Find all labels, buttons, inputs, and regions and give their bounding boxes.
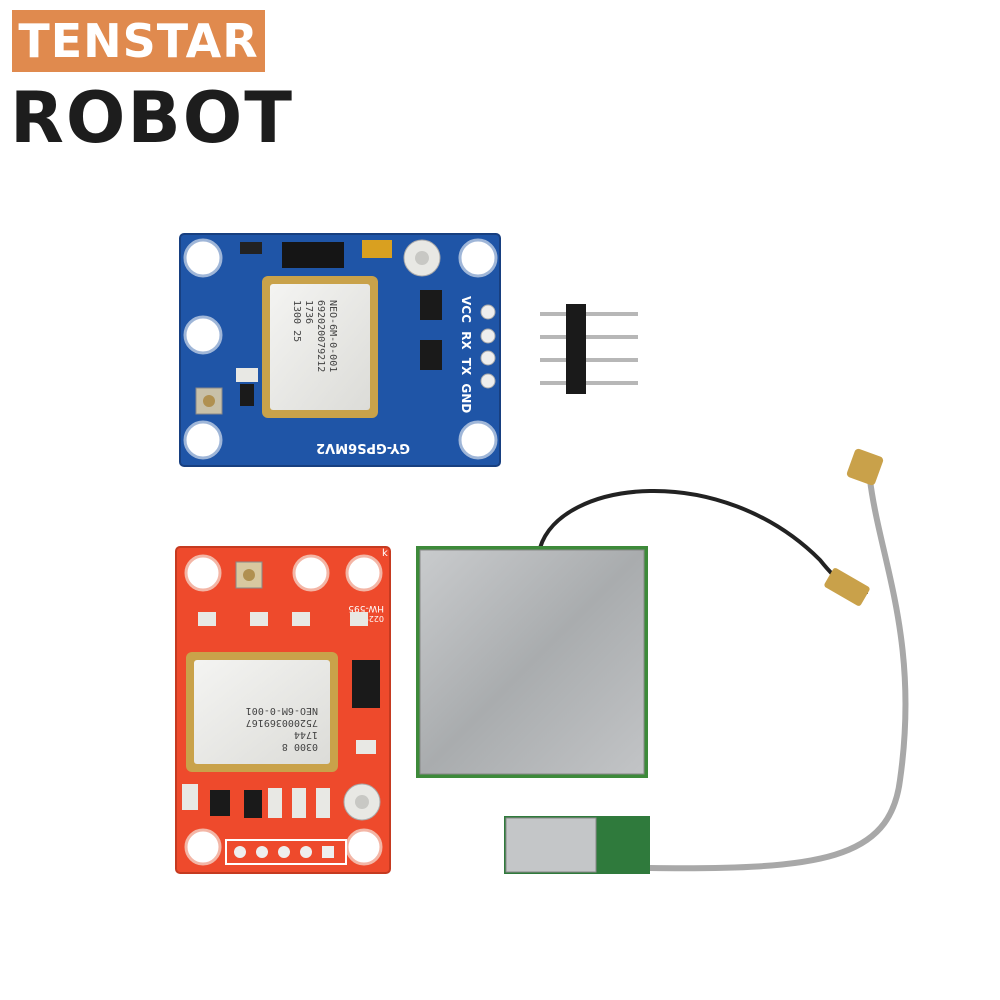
- mounting-hole: [183, 315, 223, 355]
- patch-shield: [419, 549, 645, 775]
- gps-cable-antenna: [504, 448, 909, 874]
- svg-text:NEO-6M-0-001 69202007921: NEO-6M-0-001 692020079212 1736 1300 25: [291, 300, 338, 378]
- mounting-hole: [183, 238, 223, 278]
- module-label: 1744: [294, 729, 318, 740]
- svg-text:VCC RX TX GN: VCC RX TX GND: [459, 296, 473, 413]
- module-label: NEO-6M-0-001: [327, 300, 338, 372]
- mounting-hole: [292, 554, 330, 592]
- board-silkscreen: GY-GPS6MV2: [316, 440, 410, 455]
- module-label: 752000369167: [246, 717, 318, 728]
- module-label: 1300 25: [291, 300, 302, 342]
- gps-module-shield: [194, 660, 330, 764]
- pin-label-rx: RX: [459, 331, 473, 350]
- mounting-hole: [345, 828, 383, 866]
- red-gps-board: k HW-595 0229 0300 8 1744 752000369167 N…: [175, 546, 391, 874]
- pin-label-vcc: VCC: [459, 296, 473, 323]
- blue-gps-board: NEO-6M-0-001 692020079212 1736 1300 25 V…: [179, 233, 501, 467]
- module-label: 0300 8: [282, 741, 318, 752]
- board-version: 0229: [364, 614, 384, 623]
- mounting-hole: [458, 238, 498, 278]
- gps-module-shield: [270, 284, 370, 410]
- svg-text:0300 8 1744 752000: 0300 8 1744 752000369167 NEO-6M-0-001: [240, 705, 318, 752]
- mounting-hole: [458, 420, 498, 460]
- ufl-connector: [824, 568, 870, 606]
- grey-cable: [649, 479, 909, 872]
- module-label: NEO-6M-0-001: [246, 705, 318, 716]
- header-pins: [540, 304, 638, 394]
- antenna-module-shield: [505, 817, 597, 873]
- board-silkscreen: HW-595: [348, 603, 384, 613]
- mounting-hole: [184, 554, 222, 592]
- ipex-connector: [846, 448, 884, 486]
- brand-text-tenstar: TENSTAR: [18, 14, 259, 68]
- corner-mark: k: [382, 548, 388, 559]
- patch-antenna: [416, 489, 870, 778]
- module-label: 692020079212: [315, 300, 326, 372]
- brand-badge-tenstar: TENSTAR: [12, 10, 265, 72]
- mounting-hole: [184, 828, 222, 866]
- module-label: 1736: [303, 300, 314, 324]
- mounting-hole: [345, 554, 383, 592]
- brand-text-robot: ROBOT: [10, 77, 295, 159]
- mounting-hole: [183, 420, 223, 460]
- pin-label-gnd: GND: [459, 383, 473, 413]
- pin-label-tx: TX: [459, 358, 473, 376]
